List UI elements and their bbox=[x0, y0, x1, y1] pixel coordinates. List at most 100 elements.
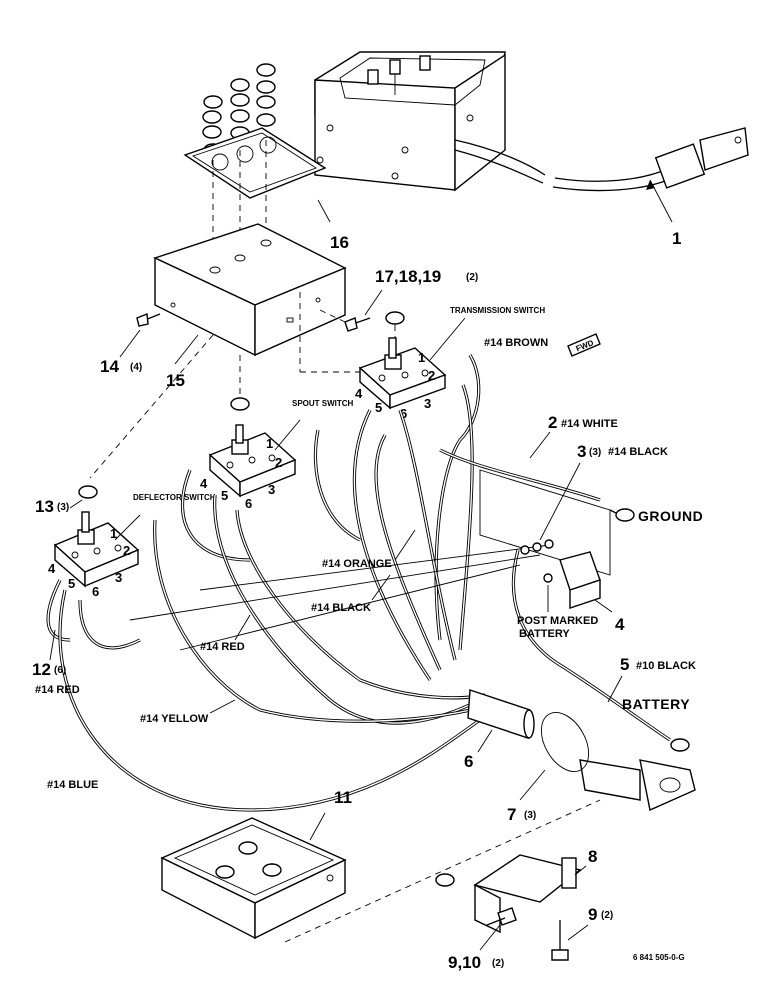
svg-text:3: 3 bbox=[115, 570, 122, 585]
blue-label: #14 BLUE bbox=[47, 779, 98, 791]
svg-text:2: 2 bbox=[275, 455, 282, 470]
ground-text: GROUND bbox=[638, 508, 703, 524]
callout-2-label: 2 bbox=[548, 413, 557, 432]
transmission-switch bbox=[358, 337, 447, 410]
spout-switch-text: SPOUT SWITCH bbox=[292, 399, 354, 408]
callout-6: 6 bbox=[464, 729, 493, 771]
callout-1-label: 1 bbox=[672, 229, 681, 248]
svg-text:5: 5 bbox=[68, 576, 75, 591]
svg-text:6: 6 bbox=[400, 406, 407, 421]
svg-text:5: 5 bbox=[375, 400, 382, 415]
callout-1: 1 bbox=[646, 179, 681, 248]
ground-label: GROUND bbox=[638, 508, 703, 524]
callout-15: 15 bbox=[166, 334, 199, 390]
guide-line-cover bbox=[284, 799, 601, 943]
callout-8-label: 8 bbox=[588, 847, 597, 866]
bolt-9-10 bbox=[486, 907, 517, 926]
battery-ring-terminal bbox=[670, 738, 690, 752]
svg-text:2: 2 bbox=[428, 368, 435, 383]
callout-11: 11 bbox=[309, 788, 352, 841]
battery-post-4 bbox=[520, 539, 601, 609]
wire-orange-text: #14 ORANGE bbox=[322, 558, 392, 570]
drawing-number: 6 841 505-0-G bbox=[633, 953, 685, 962]
switch-box-15 bbox=[153, 223, 347, 357]
wire-10-black-text: #10 BLACK bbox=[636, 660, 696, 672]
callout-5-label: 5 bbox=[620, 655, 629, 674]
callout-8: 8 bbox=[574, 847, 597, 876]
svg-text:6: 6 bbox=[245, 496, 252, 511]
spout-switch bbox=[208, 397, 297, 498]
callout-12-label: 12 bbox=[32, 660, 51, 679]
terminal-numbers: 1 2 3 4 5 6 1 2 3 4 5 6 1 2 3 4 5 6 bbox=[48, 350, 435, 599]
deflector-switch bbox=[53, 485, 140, 588]
svg-text:3: 3 bbox=[424, 396, 431, 411]
callout-17-qty: (2) bbox=[466, 272, 478, 283]
svg-text:3: 3 bbox=[268, 482, 275, 497]
bottom-cover-11 bbox=[160, 817, 347, 940]
callout-3: 3 (3) #14 BLACK bbox=[539, 442, 668, 541]
svg-text:4: 4 bbox=[48, 561, 56, 576]
ground-plate bbox=[479, 469, 635, 576]
svg-text:6: 6 bbox=[92, 584, 99, 599]
svg-text:4: 4 bbox=[200, 476, 208, 491]
svg-text:4: 4 bbox=[355, 386, 363, 401]
transmission-switch-text: TRANSMISSION SWITCH bbox=[450, 306, 545, 315]
black-label: #14 BLACK bbox=[311, 574, 391, 614]
wires bbox=[46, 354, 671, 812]
deflector-switch-text: DEFLECTOR SWITCH bbox=[133, 493, 216, 502]
post-marked-text: POST MARKED bbox=[517, 615, 598, 627]
callout-16-label: 16 bbox=[330, 233, 349, 252]
battery-text: BATTERY bbox=[622, 696, 690, 712]
callout-17-18-19-label: 17,18,19 bbox=[375, 267, 441, 286]
callout-13: 13 (3) bbox=[35, 497, 83, 516]
callout-12-qty: (6) bbox=[54, 665, 66, 676]
yellow-label: #14 YELLOW bbox=[140, 699, 236, 725]
callout-6-label: 6 bbox=[464, 752, 473, 771]
wire-white-label: #14 WHITE bbox=[561, 418, 618, 430]
callout-3-qty: (3) bbox=[589, 447, 601, 458]
svg-text:2: 2 bbox=[123, 543, 130, 558]
callout-9-10-qty: (2) bbox=[492, 958, 504, 969]
callout-7: 7 (3) bbox=[507, 769, 546, 824]
callout-9-qty: (2) bbox=[601, 910, 613, 921]
callout-7-label: 7 bbox=[507, 805, 516, 824]
harness-sleeve-6 bbox=[467, 689, 535, 739]
svg-text:1: 1 bbox=[418, 350, 425, 365]
wire-black-3-label: #14 BLACK bbox=[608, 446, 668, 458]
wire-yellow-text: #14 YELLOW bbox=[140, 713, 209, 725]
callout-4-label: 4 bbox=[615, 615, 625, 634]
spout-switch-label: SPOUT SWITCH bbox=[274, 399, 354, 451]
callout-5: 5 #10 BLACK BATTERY bbox=[607, 655, 696, 712]
wire-blue-text: #14 BLUE bbox=[47, 779, 98, 791]
svg-text:1: 1 bbox=[110, 526, 117, 541]
svg-text:1: 1 bbox=[266, 436, 273, 451]
callout-7-qty: (3) bbox=[524, 810, 536, 821]
callout-15-label: 15 bbox=[166, 371, 185, 390]
callout-14: 14 (4) bbox=[100, 313, 161, 376]
callout-9-10: 9,10 (2) bbox=[448, 924, 504, 972]
deflector-switch-label: DEFLECTOR SWITCH bbox=[114, 493, 216, 541]
callout-11-label: 11 bbox=[334, 788, 352, 807]
callout-16: 16 bbox=[317, 199, 349, 252]
callout-13-qty: (3) bbox=[57, 502, 69, 513]
bolt-9 bbox=[551, 920, 569, 961]
switch-knob-nuts bbox=[202, 63, 276, 157]
wire-brown-text: #14 BROWN bbox=[484, 337, 548, 349]
connector-plug bbox=[540, 712, 696, 811]
bracket-8 bbox=[435, 854, 582, 934]
callout-14-qty: (4) bbox=[130, 362, 142, 373]
callout-2: 2 #14 WHITE bbox=[529, 413, 618, 459]
fwd-arrow: FWD bbox=[567, 333, 601, 357]
callout-9-label: 9 bbox=[588, 905, 597, 924]
callout-14-label: 14 bbox=[100, 357, 119, 376]
battery-post-text: BATTERY bbox=[519, 628, 570, 640]
wire-red-text: #14 RED bbox=[35, 684, 80, 696]
callout-4: POST MARKED BATTERY 4 bbox=[517, 585, 625, 640]
callout-9-10-label: 9,10 bbox=[448, 953, 481, 972]
wire-red-mid-text: #14 RED bbox=[200, 641, 245, 653]
callout-12: 12 (6) #14 RED bbox=[32, 629, 80, 696]
assembled-control-box bbox=[314, 51, 749, 192]
red-mid-label: #14 RED bbox=[200, 614, 251, 653]
callout-17-18-19: 17,18,19 (2) bbox=[299, 267, 478, 373]
